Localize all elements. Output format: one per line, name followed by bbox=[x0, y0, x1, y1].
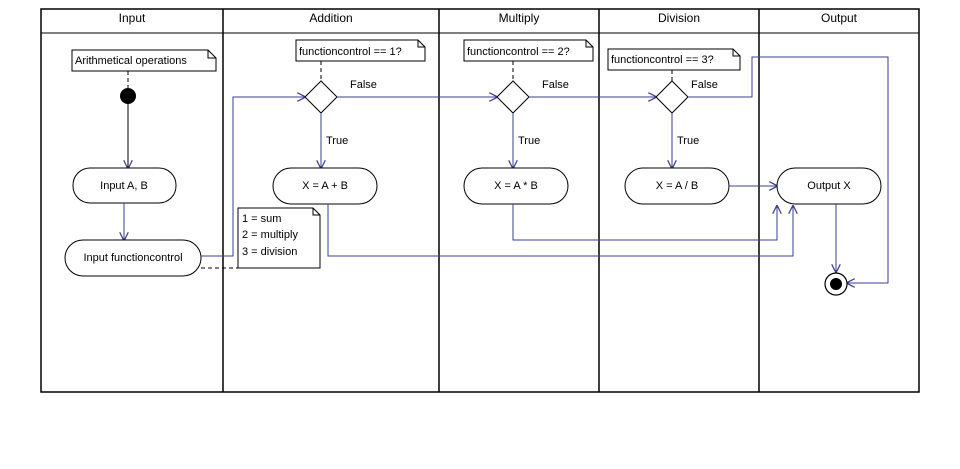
note-arithmetical-text: Arithmetical operations bbox=[75, 55, 187, 67]
note-condition-3-text: functioncontrol == 3? bbox=[611, 54, 714, 66]
note-condition-2: functioncontrol == 2? bbox=[463, 39, 594, 62]
activity-divide: X = A / B bbox=[624, 167, 730, 205]
flow-multiply-to-output bbox=[512, 204, 777, 241]
activity-output-label: Output X bbox=[807, 180, 851, 192]
activity-input-ab-label: Input A, B bbox=[100, 180, 148, 192]
flow-add-to-output bbox=[327, 204, 793, 257]
activity-input-functioncontrol-label: Input functioncontrol bbox=[83, 252, 182, 264]
lane-title-output: Output bbox=[821, 11, 858, 25]
activity-divide-label: X = A / B bbox=[656, 180, 699, 192]
legend-line-3: 3 = division bbox=[242, 246, 297, 258]
guard-false-3: False bbox=[691, 79, 718, 91]
guard-false-2: False bbox=[542, 79, 569, 91]
activity-add: X = A + B bbox=[272, 167, 378, 205]
activity-add-label: X = A + B bbox=[302, 180, 348, 192]
lane-title-multiply: Multiply bbox=[499, 11, 540, 25]
activity-output: Output X bbox=[776, 167, 882, 205]
lane-title-division: Division bbox=[658, 11, 700, 25]
flow-decision-3-false bbox=[688, 56, 889, 283]
activity-multiply-label: X = A * B bbox=[494, 180, 538, 192]
guard-true-2: True bbox=[518, 135, 540, 147]
final-node bbox=[824, 272, 848, 296]
lane-title-addition: Addition bbox=[309, 11, 352, 25]
note-condition-1-text: functioncontrol == 1? bbox=[299, 46, 402, 58]
guard-true-1: True bbox=[326, 135, 348, 147]
legend-line-2: 2 = multiply bbox=[242, 229, 298, 241]
guard-false-1: False bbox=[350, 79, 377, 91]
initial-node bbox=[120, 88, 136, 104]
legend-line-1: 1 = sum bbox=[242, 213, 281, 225]
activity-multiply: X = A * B bbox=[463, 167, 569, 205]
activity-input-functioncontrol: Input functioncontrol bbox=[64, 239, 202, 277]
lane-title-input: Input bbox=[119, 11, 146, 25]
flow-fc-to-decision-1 bbox=[201, 97, 305, 257]
note-condition-2-text: functioncontrol == 2? bbox=[467, 46, 570, 58]
note-function-legend: 1 = sum 2 = multiply 3 = division bbox=[237, 207, 321, 269]
guard-true-3: True bbox=[677, 135, 699, 147]
note-condition-1: functioncontrol == 1? bbox=[295, 39, 426, 62]
note-arithmetical-operations: Arithmetical operations bbox=[71, 49, 217, 72]
activity-input-ab: Input A, B bbox=[72, 167, 177, 204]
note-condition-3: functioncontrol == 3? bbox=[607, 48, 741, 71]
